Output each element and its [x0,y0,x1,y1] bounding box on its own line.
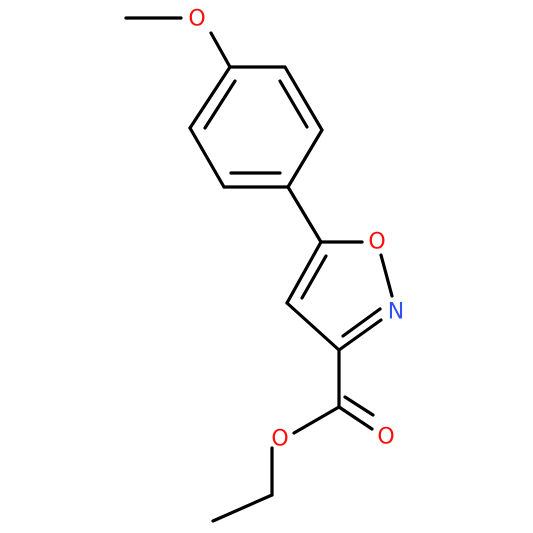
bond-o1-n2 [379,253,394,298]
bond-ar-inner-3 [203,79,237,130]
bond-c3-c4 [285,301,341,352]
methoxy-oxygen-label: O [188,7,205,32]
bond-ar-3 [286,128,324,189]
bond-n2-c3-double [341,307,382,338]
bond-o-aryl [209,31,232,69]
ring-oxygen-label: O [368,230,385,255]
bond-c4-c5 [285,240,323,305]
bond-ch2-ch3 [211,493,274,523]
bond-carbonyl-ester-o [292,405,341,435]
bond-aryl-isoxazole [286,185,323,244]
bond-ar-5 [188,126,226,189]
bond-c4-c5-double [300,254,328,300]
bond-n2-c3 [337,318,383,352]
bond-carbonyl-o-double [343,395,375,417]
bond-ar-6 [188,65,232,130]
bond-ar-inner-1 [278,79,309,129]
bond-ar-2 [283,65,324,132]
ring-nitrogen-label: N [388,300,404,325]
carbonyl-oxygen-label: O [377,425,394,450]
ester-oxygen-label: O [271,427,288,452]
bond-carbonyl-o [337,405,374,431]
